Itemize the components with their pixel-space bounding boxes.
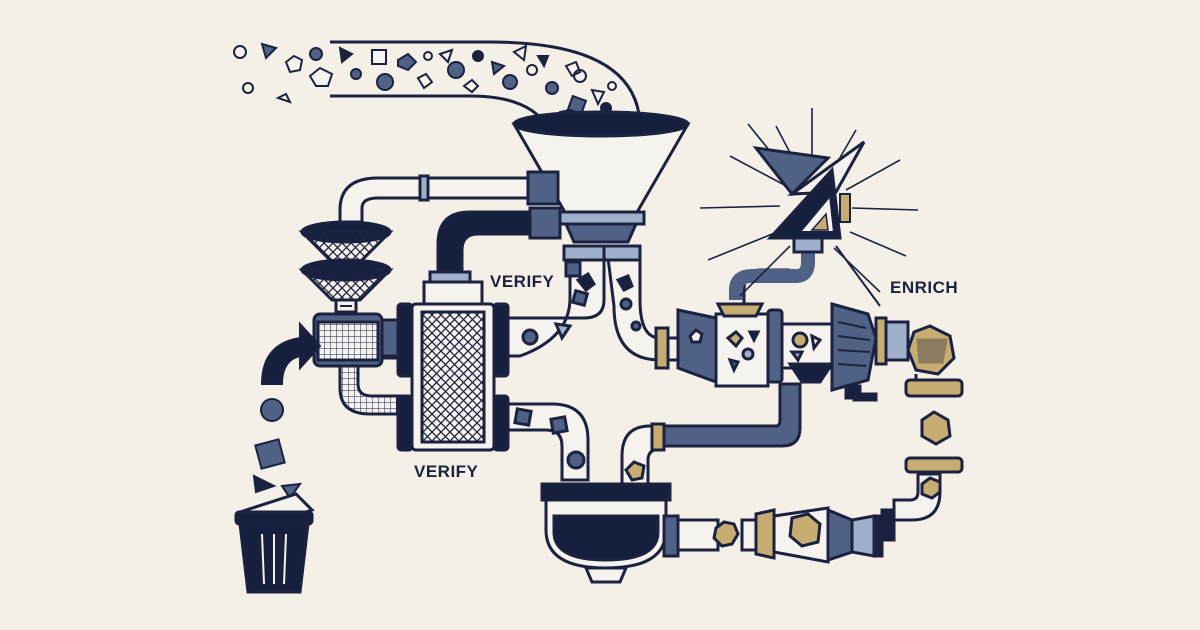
verify-label-bottom: VERIFY bbox=[414, 462, 479, 481]
dual-strainer bbox=[298, 220, 394, 314]
pipe-to-crusher bbox=[506, 244, 682, 370]
reject-arrow bbox=[260, 321, 322, 385]
pipe-to-crystal bbox=[729, 236, 824, 300]
pipe-to-strainer bbox=[338, 170, 560, 224]
raw-input-stream bbox=[233, 40, 642, 129]
enrichment-crystal bbox=[699, 108, 919, 307]
enrich-label: ENRICH bbox=[890, 278, 958, 297]
pipe-crusher-to-basin bbox=[620, 382, 802, 488]
collection-basin bbox=[540, 482, 672, 584]
pipe-to-basin bbox=[506, 402, 590, 482]
verify-label-top: VERIFY bbox=[490, 272, 555, 291]
mesh-filter-chamber bbox=[380, 280, 510, 452]
crusher-machine bbox=[676, 268, 910, 402]
output-pipeline bbox=[662, 456, 964, 564]
trash-bin bbox=[234, 492, 315, 594]
rejected-particles bbox=[252, 398, 303, 500]
gold-gem bbox=[904, 324, 964, 446]
